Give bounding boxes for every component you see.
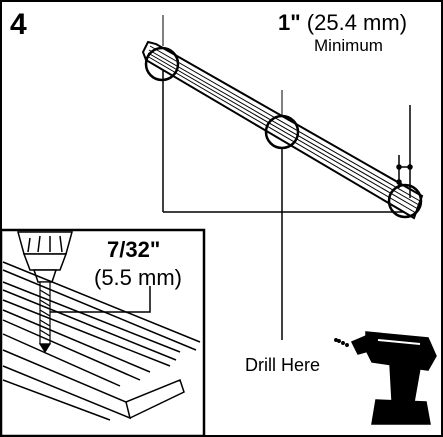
dimension-marker — [396, 105, 413, 198]
drill-chuck-icon — [17, 231, 73, 283]
spacing-metric: (25.4 mm) — [306, 10, 408, 35]
bit-size-leader — [50, 286, 151, 313]
spacing-qualifier: Minimum — [314, 36, 383, 55]
spacing-imperial: 1" — [278, 10, 301, 35]
bit-size-metric: (5.5 mm) — [94, 265, 182, 290]
rail-profile — [2, 261, 201, 421]
inset-detail — [0, 228, 206, 437]
step-number: 4 — [10, 8, 27, 41]
bit-size-imperial: 7/32" — [107, 237, 161, 262]
drill-here-label: Drill Here — [245, 355, 321, 375]
drill-bit-icon — [38, 281, 52, 354]
spacing-measurement: 1" (25.4 mm) — [278, 12, 407, 34]
rail — [141, 40, 424, 220]
guide-lines — [162, 15, 283, 116]
drill-target-left — [144, 46, 180, 82]
cordless-drill-icon — [334, 331, 437, 425]
drill-target-right — [387, 183, 423, 219]
